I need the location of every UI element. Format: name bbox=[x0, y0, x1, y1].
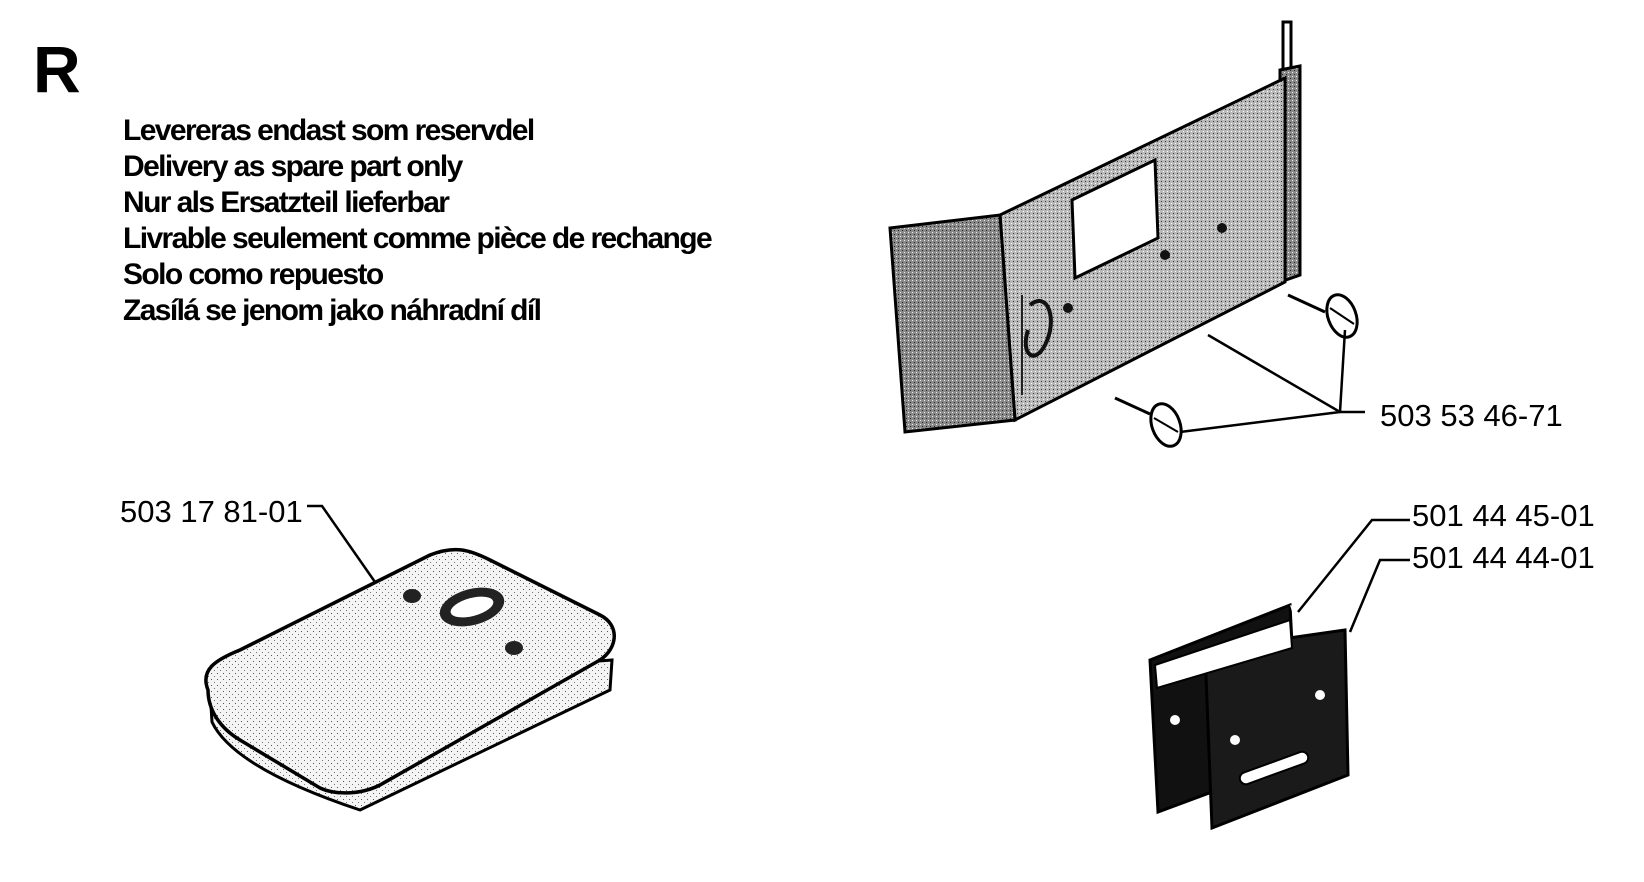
part-number-guard-plate: 503 53 46-71 bbox=[1380, 398, 1563, 433]
guard-plate-drawing bbox=[888, 20, 1365, 448]
note-line-cs: Zasílá se jenom jako náhradní díl bbox=[123, 294, 542, 327]
screw-icon bbox=[1287, 293, 1359, 339]
plates-drawing bbox=[1148, 518, 1410, 831]
air-filter-drawing bbox=[204, 504, 616, 812]
note-line-sv: Levereras endast som reservdel bbox=[123, 114, 535, 147]
note-line-de: Nur als Ersatzteil lieferbar bbox=[123, 186, 450, 219]
part-number-air-filter: 503 17 81-01 bbox=[120, 494, 303, 529]
section-letter: R bbox=[33, 32, 81, 106]
note-line-en: Delivery as spare part only bbox=[123, 150, 463, 183]
spare-part-note: Levereras endast som reservdel Delivery … bbox=[123, 113, 713, 329]
part-number-plate-a: 501 44 45-01 bbox=[1412, 498, 1595, 533]
part-number-plate-b: 501 44 44-01 bbox=[1412, 540, 1595, 575]
screw-icon bbox=[1114, 396, 1183, 448]
note-line-fr: Livrable seulement comme pièce de rechan… bbox=[123, 222, 713, 255]
note-line-es: Solo como repuesto bbox=[123, 258, 384, 291]
